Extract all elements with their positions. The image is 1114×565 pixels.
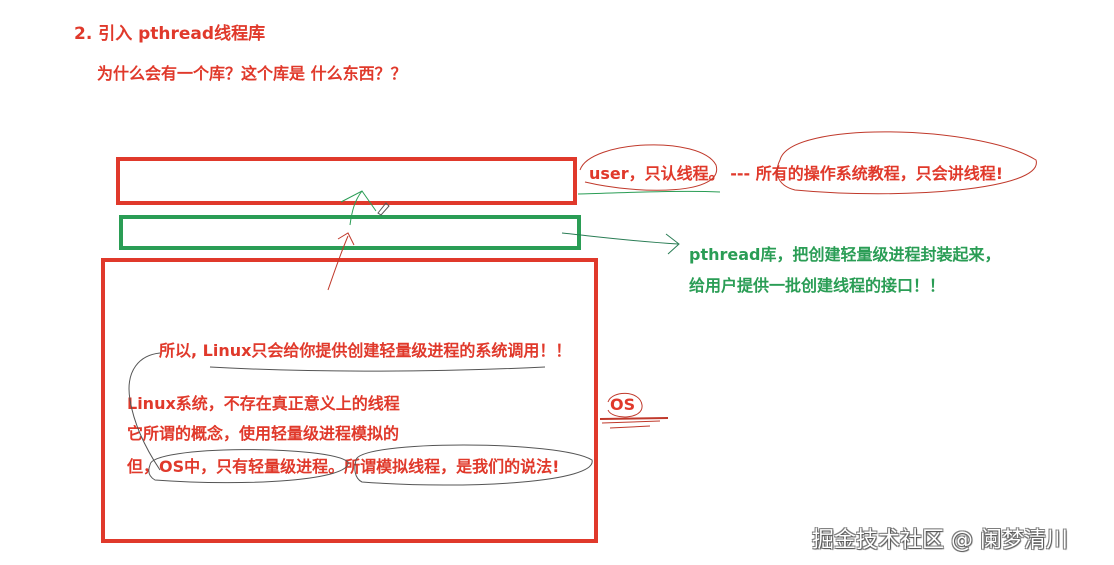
os-box-text-line2: Linux系统，不存在真正意义上的线程: [127, 394, 400, 413]
user-layer-box: [116, 157, 577, 205]
os-box-text-line3: 它所谓的概念，使用轻量级进程模拟的: [127, 424, 400, 443]
watermark: 掘金技术社区 @ 阑梦清川: [812, 528, 1068, 553]
user-annotation: user，只认线程。 --- 所有的操作系统教程，只会讲线程!: [589, 164, 1004, 183]
user-box-green-line: [577, 190, 721, 195]
slide-heading: 2. 引入 pthread线程库: [74, 24, 266, 44]
library-arrowhead-icon: [665, 233, 680, 255]
os-label-underline-2: [601, 420, 661, 424]
slide-question: 为什么会有一个库？这个库是 什么东西？？: [97, 64, 407, 83]
os-label-underline-3: [609, 425, 651, 429]
pthread-annotation-line1: pthread库，把创建轻量级进程封装起来，: [689, 245, 1001, 264]
os-layer-box: [101, 258, 598, 543]
pthread-annotation-line2: 给用户提供一批创建线程的接口！！: [689, 276, 946, 295]
os-label-underline-1: [599, 417, 669, 420]
os-box-text-line4: 但，OS中，只有轻量级进程。所谓模拟线程，是我们的说法!: [127, 457, 560, 476]
pthread-library-box: [119, 215, 581, 250]
textbook-note-oval: [776, 131, 1037, 195]
os-box-text-line1: 所以, Linux只会给你提供创建轻量级进程的系统调用！！: [159, 341, 572, 360]
os-label: OS: [610, 395, 636, 414]
